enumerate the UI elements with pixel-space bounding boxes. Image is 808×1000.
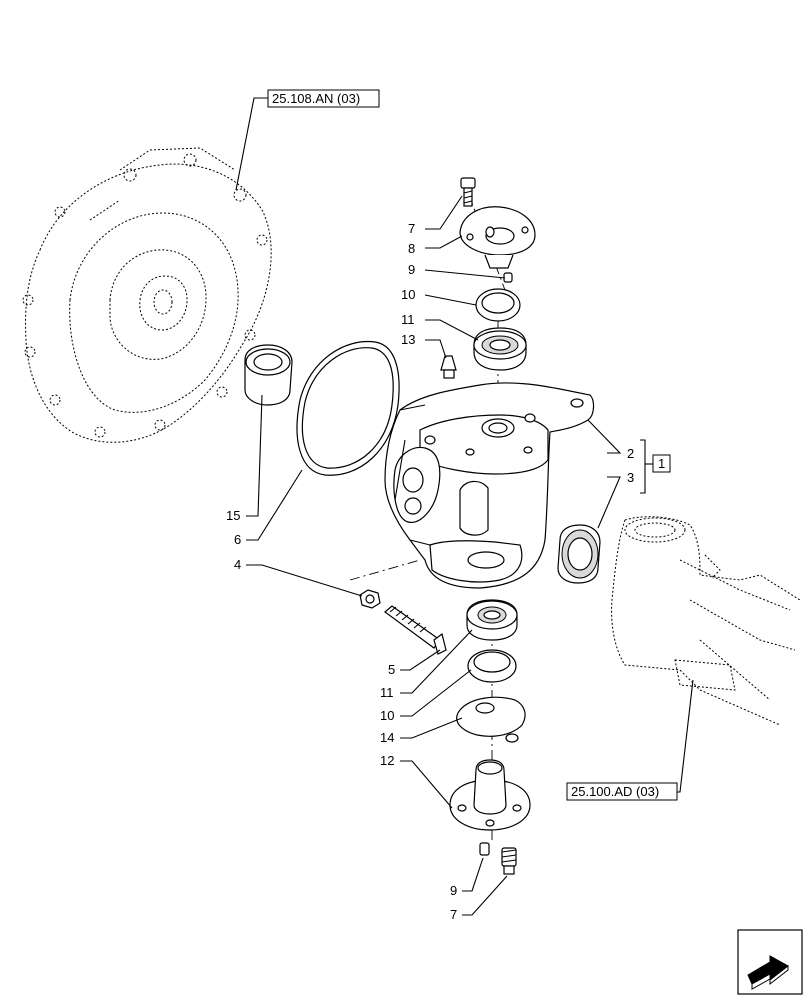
lower-kingpin-cap <box>449 759 531 831</box>
callout-3: 3 <box>627 470 634 485</box>
callout-10-top: 10 <box>401 287 415 302</box>
reference-box-top[interactable]: 25.108.AN (03) <box>267 89 380 108</box>
bolt-top <box>460 177 476 207</box>
callout-11-bottom: 11 <box>380 685 394 700</box>
callout-14: 14 <box>380 730 394 745</box>
bearing-bottom <box>466 599 518 641</box>
bolt-bottom <box>501 847 517 875</box>
reference-label-bottom: 25.100.AD (03) <box>571 784 659 799</box>
spacer-ring-15 <box>244 344 293 406</box>
nut-4 <box>359 589 381 609</box>
axle-beam-ghost <box>611 516 801 726</box>
callout-4: 4 <box>234 557 241 572</box>
callout-7-bottom: 7 <box>450 907 457 922</box>
grease-nipple-top <box>503 272 513 283</box>
callout-9-top: 9 <box>408 262 415 277</box>
bearing-top <box>473 327 527 371</box>
reference-label-top: 25.108.AN (03) <box>272 91 360 106</box>
upper-kingpin-cap <box>459 206 536 269</box>
o-ring-6 <box>296 340 400 476</box>
grease-nipple-bottom <box>479 842 490 856</box>
callout-9-bottom: 9 <box>450 883 457 898</box>
callout-2: 2 <box>627 446 634 461</box>
group-reference-label: 1 <box>658 456 665 471</box>
callout-10-bottom: 10 <box>380 708 394 723</box>
callout-11-top: 11 <box>401 312 415 327</box>
group-reference-box[interactable]: 1 <box>652 454 671 473</box>
reference-box-bottom[interactable]: 25.100.AD (03) <box>566 782 678 801</box>
next-page-arrow-icon[interactable] <box>737 929 803 995</box>
stud-5 <box>384 605 447 655</box>
grease-fitting-13 <box>440 355 457 379</box>
seal-ring-bottom <box>467 649 517 683</box>
callout-12: 12 <box>380 753 394 768</box>
callout-6: 6 <box>234 532 241 547</box>
final-drive-housing-ghost <box>22 147 272 443</box>
steering-knuckle-housing <box>384 382 595 589</box>
callout-8: 8 <box>408 241 415 256</box>
bushing-2-3 <box>557 524 601 584</box>
seal-ring-top <box>475 288 521 322</box>
callout-15: 15 <box>226 508 240 523</box>
callout-7-top: 7 <box>408 221 415 236</box>
callout-13: 13 <box>401 332 415 347</box>
callout-5: 5 <box>388 662 395 677</box>
shim-14 <box>456 696 526 743</box>
